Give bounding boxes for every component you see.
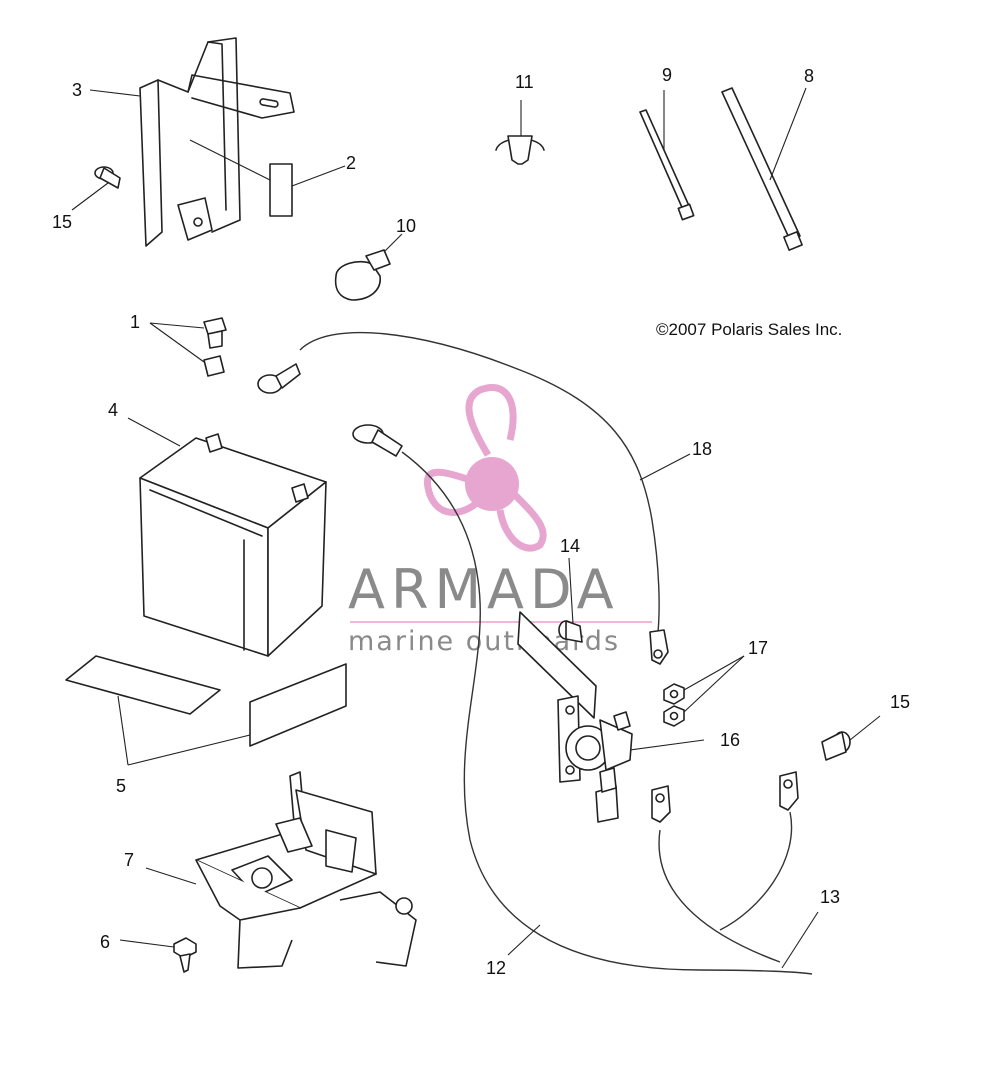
callout-18: 18 <box>692 439 712 459</box>
callout-11: 11 <box>515 72 534 92</box>
ring-terminal-18 <box>649 629 669 665</box>
part-13-cable <box>658 811 793 963</box>
callout-6: 6 <box>100 932 110 952</box>
callout-9: 9 <box>662 65 672 85</box>
callout-3: 3 <box>72 80 82 100</box>
relay-label <box>517 611 597 719</box>
part-16-relay <box>557 695 705 823</box>
part-5-labels <box>65 655 347 766</box>
watermark-brand: ARMADA <box>348 558 620 621</box>
callout-16: 16 <box>720 730 740 750</box>
callout-10: 10 <box>396 216 416 236</box>
part-8-cable-tie <box>721 87 807 251</box>
part-18-cable <box>299 331 660 633</box>
callout-12: 12 <box>486 958 506 978</box>
part-4-battery <box>127 417 327 657</box>
callout-5: 5 <box>116 776 126 796</box>
armada-watermark: ARMADA marine outboards <box>348 384 652 657</box>
callout-14: 14 <box>560 536 580 556</box>
copyright-text: ©2007 Polaris Sales Inc. <box>656 320 842 339</box>
part-14-bushing <box>558 557 583 643</box>
part-15-screw-right <box>821 715 881 761</box>
callout-7: 7 <box>124 850 134 870</box>
part-1-bolt-nut <box>149 317 227 377</box>
callout-1: 1 <box>130 312 140 332</box>
callout-8: 8 <box>804 66 814 86</box>
propeller-hub-icon <box>465 457 519 511</box>
callout-13: 13 <box>820 887 840 907</box>
callout-4: 4 <box>108 400 118 420</box>
part-2-label <box>189 139 346 217</box>
callout-2: 2 <box>346 153 356 173</box>
part-17-nuts <box>663 655 745 727</box>
callout-15-left: 15 <box>52 212 72 232</box>
ring-terminals-13 <box>651 771 799 823</box>
ring-terminal-upper <box>257 363 301 394</box>
part-9-cable-tie <box>639 90 695 221</box>
callout-17: 17 <box>748 638 768 658</box>
part-7-tray <box>145 771 417 969</box>
part-10-cap <box>334 233 403 301</box>
propeller-logo-icon <box>423 384 547 552</box>
callout-15-right: 15 <box>890 692 910 712</box>
ring-terminal-12 <box>352 424 403 457</box>
callout-labels: 3 2 15 11 9 8 10 1 ©2007 Polaris Sales I… <box>52 65 910 978</box>
part-15-screw-left <box>71 166 121 211</box>
part-11-clip <box>495 100 545 165</box>
part-3-bracket <box>89 37 295 247</box>
part-12-cable <box>401 451 813 975</box>
part-6-bolt <box>119 937 197 973</box>
